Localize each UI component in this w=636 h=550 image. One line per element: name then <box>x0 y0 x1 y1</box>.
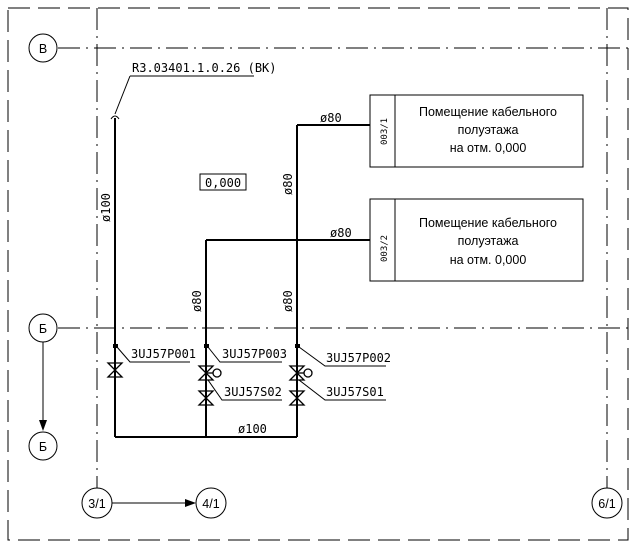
axis-label: В <box>39 42 47 56</box>
pipe-diameter: ø100 <box>99 193 113 222</box>
room-name: Помещение кабельного <box>419 105 557 119</box>
axis-bubble-4-1: 4/1 <box>195 487 227 519</box>
equipment-tag: 3UJ57S01 <box>326 385 384 399</box>
elevation-mark: 0,000 <box>205 176 241 190</box>
pipe-diameter: ø80 <box>320 111 342 125</box>
valve-icon <box>288 365 306 381</box>
arrowhead <box>185 499 196 507</box>
pipe-diameter: ø80 <box>281 290 295 312</box>
equipment-tag: 3UJ57P003 <box>222 347 287 361</box>
axis-label: Б <box>39 322 47 336</box>
equipment-tag: 3UJ57S02 <box>224 385 282 399</box>
solenoid-icon <box>303 368 313 378</box>
room-code: 003/1 <box>380 118 390 145</box>
pipe-diameter: ø80 <box>190 290 204 312</box>
valve-icon <box>197 365 215 381</box>
break-symbol <box>110 115 120 120</box>
axis-bubble-b-section: Б <box>28 431 58 461</box>
axis-bubble-3-1: 3/1 <box>81 487 113 519</box>
leader-line <box>114 75 131 115</box>
room-code: 003/2 <box>380 235 390 262</box>
solenoid-icon <box>212 368 222 378</box>
valve-icon <box>106 362 124 378</box>
axis-bubble-v: В <box>28 33 58 63</box>
pipe-diameter: ø80 <box>281 173 295 195</box>
reference-label: R3.03401.1.0.26 (BK) <box>132 61 277 75</box>
room-elevation: на отм. 0,000 <box>450 141 527 155</box>
room-elevation: на отм. 0,000 <box>450 253 527 267</box>
valve-icon <box>197 390 215 406</box>
room-name: полуэтажа <box>458 234 519 248</box>
axis-bubble-6-1: 6/1 <box>591 487 623 519</box>
room-name: полуэтажа <box>458 123 519 137</box>
room-box-003-1: 003/1 Помещение кабельного полуэтажа на … <box>369 94 584 168</box>
drawing-frame <box>7 7 629 541</box>
elevation-box <box>199 173 247 191</box>
equipment-tag: 3UJ57P002 <box>326 351 391 365</box>
room-name: Помещение кабельного <box>419 216 557 230</box>
room-box-003-2: 003/2 Помещение кабельного полуэтажа на … <box>369 198 584 282</box>
pipe-diameter: ø80 <box>330 226 352 240</box>
axis-label: 3/1 <box>88 497 105 511</box>
pipe-network <box>114 118 370 438</box>
axis-label: Б <box>39 440 47 454</box>
pipe-diameter: ø100 <box>238 422 267 436</box>
axis-label: 6/1 <box>598 497 615 511</box>
valve-icon <box>288 390 306 406</box>
tap-point <box>113 344 118 348</box>
equipment-tag: 3UJ57P001 <box>131 347 196 361</box>
tap-point <box>204 344 209 348</box>
tap-point <box>295 344 300 348</box>
axis-bubble-b: Б <box>28 313 58 343</box>
arrowhead <box>39 420 47 431</box>
axis-label: 4/1 <box>202 497 219 511</box>
